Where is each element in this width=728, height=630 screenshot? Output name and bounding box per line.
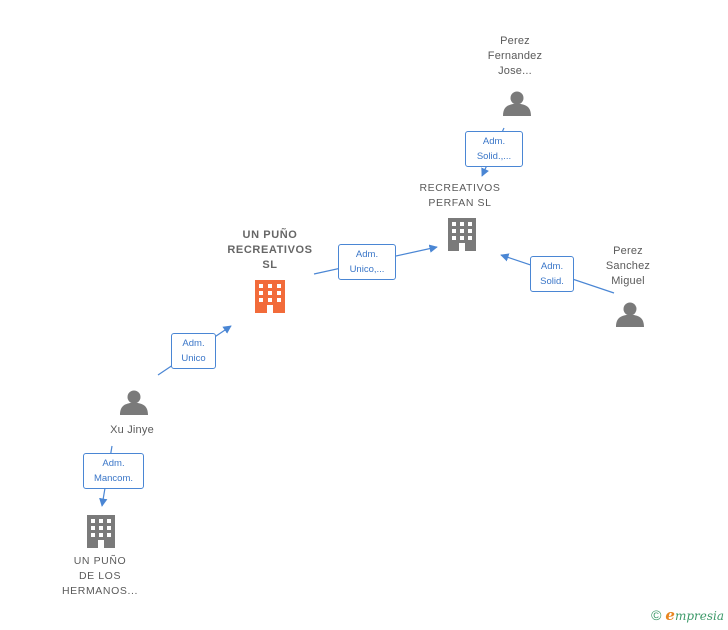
label-line: HERMANOS... [61, 585, 139, 597]
label-line: Xu Jinye [110, 424, 154, 436]
rel-line: Adm. [182, 338, 205, 349]
rel-line: Adm. [482, 136, 506, 147]
relation-label-r1[interactable]: Adm. Solid.,... [465, 131, 523, 167]
rel-line: Unico,... [349, 264, 385, 275]
copyright-footer: © empresia [651, 606, 724, 624]
label-line: UN PUÑO [73, 555, 127, 567]
rel-line: Adm. [102, 458, 125, 469]
label-line: DE LOS [78, 570, 122, 582]
node-label-un-puno-recreativos[interactable]: UN PUÑO RECREATIVOS SL [210, 228, 330, 273]
person-icon[interactable] [503, 91, 531, 117]
building-icon-highlight[interactable] [255, 280, 285, 313]
label-line: RECREATIVOS [419, 182, 501, 194]
node-label-recreativos-perfan[interactable]: RECREATIVOS PERFAN SL [405, 181, 515, 211]
building-icon[interactable] [87, 515, 115, 548]
building-icon[interactable] [448, 218, 476, 251]
label-line: Jose... [498, 65, 532, 77]
rel-line: Adm. [540, 261, 564, 272]
person-icon[interactable] [120, 390, 148, 416]
copyright-icon: © [651, 607, 662, 623]
label-line: Fernandez [487, 50, 543, 62]
label-line: PERFAN SL [428, 197, 492, 209]
label-line: SL [262, 259, 278, 271]
rel-line: Unico [181, 353, 206, 364]
label-line: Sanchez [605, 260, 651, 272]
rel-line: Solid. [540, 276, 564, 287]
relation-label-r3[interactable]: Adm. Solid. [530, 256, 574, 292]
rel-line: Adm. [355, 249, 379, 260]
relation-label-r5[interactable]: Adm. Mancom. [83, 453, 144, 489]
label-line: Perez [613, 245, 643, 257]
label-line: Miguel [611, 275, 645, 287]
node-label-xu-jinye[interactable]: Xu Jinye [92, 423, 172, 438]
node-label-perez-sanchez[interactable]: Perez Sanchez Miguel [588, 244, 668, 289]
relation-label-r4[interactable]: Adm. Unico [171, 333, 216, 369]
label-line: RECREATIVOS [227, 244, 313, 256]
person-icon[interactable] [616, 302, 644, 328]
relation-label-r2[interactable]: Adm. Unico,... [338, 244, 396, 280]
node-label-perez-fernandez[interactable]: Perez Fernandez Jose... [465, 34, 565, 79]
label-line: Perez [500, 35, 530, 47]
empresia-logo[interactable]: empresia [665, 606, 724, 624]
rel-line: Solid.,... [476, 151, 512, 162]
label-line: UN PUÑO [242, 229, 298, 241]
rel-line: Mancom. [93, 473, 134, 484]
node-label-un-puno-hermanos[interactable]: UN PUÑO DE LOS HERMANOS... [48, 554, 152, 599]
